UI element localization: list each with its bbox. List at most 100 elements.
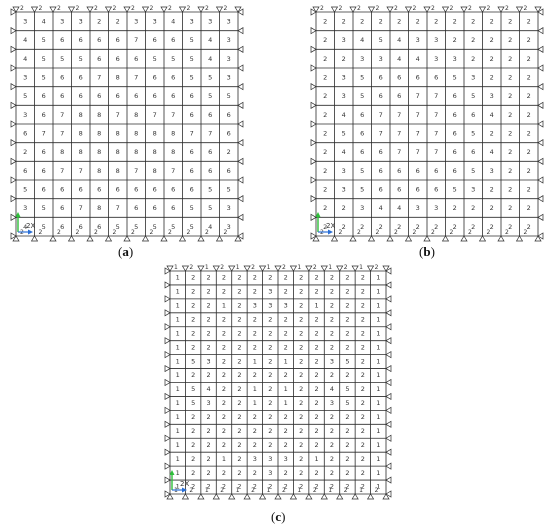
cell-label: 2 bbox=[508, 74, 512, 82]
cell-label: 8 bbox=[79, 148, 83, 156]
support-icon bbox=[537, 83, 544, 91]
bottom-edge-label: 1 bbox=[359, 487, 363, 494]
bottom-edge-label: 2 bbox=[375, 487, 379, 494]
cell-label: 1 bbox=[376, 483, 380, 491]
cell-label: 2 bbox=[361, 329, 365, 337]
cell-label: 7 bbox=[397, 130, 401, 138]
cell-label: 2 bbox=[237, 441, 241, 449]
cell-label: 2 bbox=[237, 329, 241, 337]
top-edge-label: 2 bbox=[357, 5, 361, 12]
cell-label: 2 bbox=[207, 315, 211, 323]
cell-label: 2 bbox=[222, 371, 226, 379]
support-icon bbox=[537, 8, 544, 16]
cell-label: 2 bbox=[191, 329, 195, 337]
cell-label: 7 bbox=[434, 148, 438, 156]
support-icon bbox=[67, 235, 76, 242]
cell-label: 6 bbox=[360, 111, 364, 119]
cell-label: 2 bbox=[116, 18, 120, 26]
cell-label: 2 bbox=[508, 223, 512, 231]
support-icon bbox=[385, 351, 392, 359]
cell-label: 2 bbox=[361, 399, 365, 407]
cell-label: 6 bbox=[116, 92, 120, 100]
cell-label: 7 bbox=[171, 111, 175, 119]
cell-label: 5 bbox=[227, 186, 231, 194]
cell-label: 5 bbox=[190, 36, 194, 44]
cell-label: 8 bbox=[116, 130, 120, 138]
cell-label: 6 bbox=[60, 92, 64, 100]
cell-label: 5 bbox=[208, 204, 212, 212]
cell-label: 6 bbox=[134, 55, 138, 63]
cell-label: 5 bbox=[360, 186, 364, 194]
cell-label: 2 bbox=[253, 315, 257, 323]
cell-label: 2 bbox=[330, 441, 334, 449]
support-icon bbox=[310, 232, 317, 240]
cell-label: 2 bbox=[323, 186, 327, 194]
support-icon bbox=[86, 235, 94, 242]
support-icon bbox=[537, 45, 544, 53]
axis-label: 2X bbox=[26, 222, 35, 230]
support-icon bbox=[366, 265, 375, 272]
support-icon bbox=[164, 364, 171, 373]
cell-label: 2 bbox=[191, 274, 195, 282]
support-icon bbox=[441, 6, 450, 13]
cell-label: 2 bbox=[268, 343, 272, 351]
cell-label: 5 bbox=[453, 74, 457, 82]
cell-label: 2 bbox=[268, 315, 272, 323]
cell-label: 6 bbox=[42, 186, 46, 194]
support-icon bbox=[10, 213, 17, 221]
cell-label: 2 bbox=[361, 455, 365, 463]
support-icon bbox=[164, 420, 171, 428]
support-icon bbox=[289, 493, 298, 500]
cell-label: 6 bbox=[134, 92, 138, 100]
top-edge-label: 2 bbox=[39, 5, 43, 12]
cell-label: 5 bbox=[453, 186, 457, 194]
cell-label: 2 bbox=[330, 302, 334, 310]
cell-label: 2 bbox=[284, 315, 288, 323]
cell-label: 6 bbox=[79, 74, 83, 82]
cell-label: 1 bbox=[176, 357, 180, 365]
cell-label: 2 bbox=[253, 441, 257, 449]
support-icon bbox=[237, 213, 244, 221]
support-icon bbox=[537, 120, 544, 128]
cell-label: 5 bbox=[191, 357, 195, 365]
cell-label: 4 bbox=[342, 148, 346, 156]
cell-label: 3 bbox=[253, 455, 257, 463]
cell-label: 4 bbox=[207, 385, 211, 393]
cell-label: 5 bbox=[134, 223, 138, 231]
cell-label: 6 bbox=[60, 36, 64, 44]
support-icon bbox=[123, 6, 131, 13]
support-icon bbox=[215, 6, 224, 13]
cell-label: 2 bbox=[268, 357, 272, 365]
cell-label: 2 bbox=[361, 302, 365, 310]
cell-label: 2 bbox=[330, 413, 334, 421]
support-icon bbox=[164, 490, 171, 498]
cell-label: 2 bbox=[397, 223, 401, 231]
cell-label: 6 bbox=[116, 55, 120, 63]
cell-label: 2 bbox=[527, 92, 531, 100]
support-icon bbox=[385, 378, 392, 387]
cell-label: 3 bbox=[342, 167, 346, 175]
cell-label: 2 bbox=[508, 204, 512, 212]
support-icon bbox=[164, 378, 171, 387]
cell-label: 1 bbox=[176, 483, 180, 491]
top-edge-label: 2 bbox=[187, 5, 191, 12]
cell-label: 7 bbox=[434, 92, 438, 100]
support-icon bbox=[460, 6, 468, 13]
cell-label: 2 bbox=[253, 329, 257, 337]
cell-label: 6 bbox=[434, 167, 438, 175]
cell-label: 2 bbox=[315, 343, 319, 351]
bottom-edge-label: 2 bbox=[413, 229, 417, 236]
cell-label: 2 bbox=[299, 357, 303, 365]
support-icon bbox=[86, 6, 94, 13]
cell-label: 2 bbox=[222, 441, 226, 449]
support-icon bbox=[274, 493, 282, 500]
cell-label: 5 bbox=[171, 55, 175, 63]
cell-label: 2 bbox=[191, 427, 195, 435]
cell-label: 2 bbox=[222, 469, 226, 477]
top-edge-label: 2 bbox=[113, 5, 117, 12]
cell-label: 2 bbox=[237, 427, 241, 435]
cell-label: 2 bbox=[323, 148, 327, 156]
cell-label: 3 bbox=[268, 302, 272, 310]
cell-label: 6 bbox=[379, 148, 383, 156]
